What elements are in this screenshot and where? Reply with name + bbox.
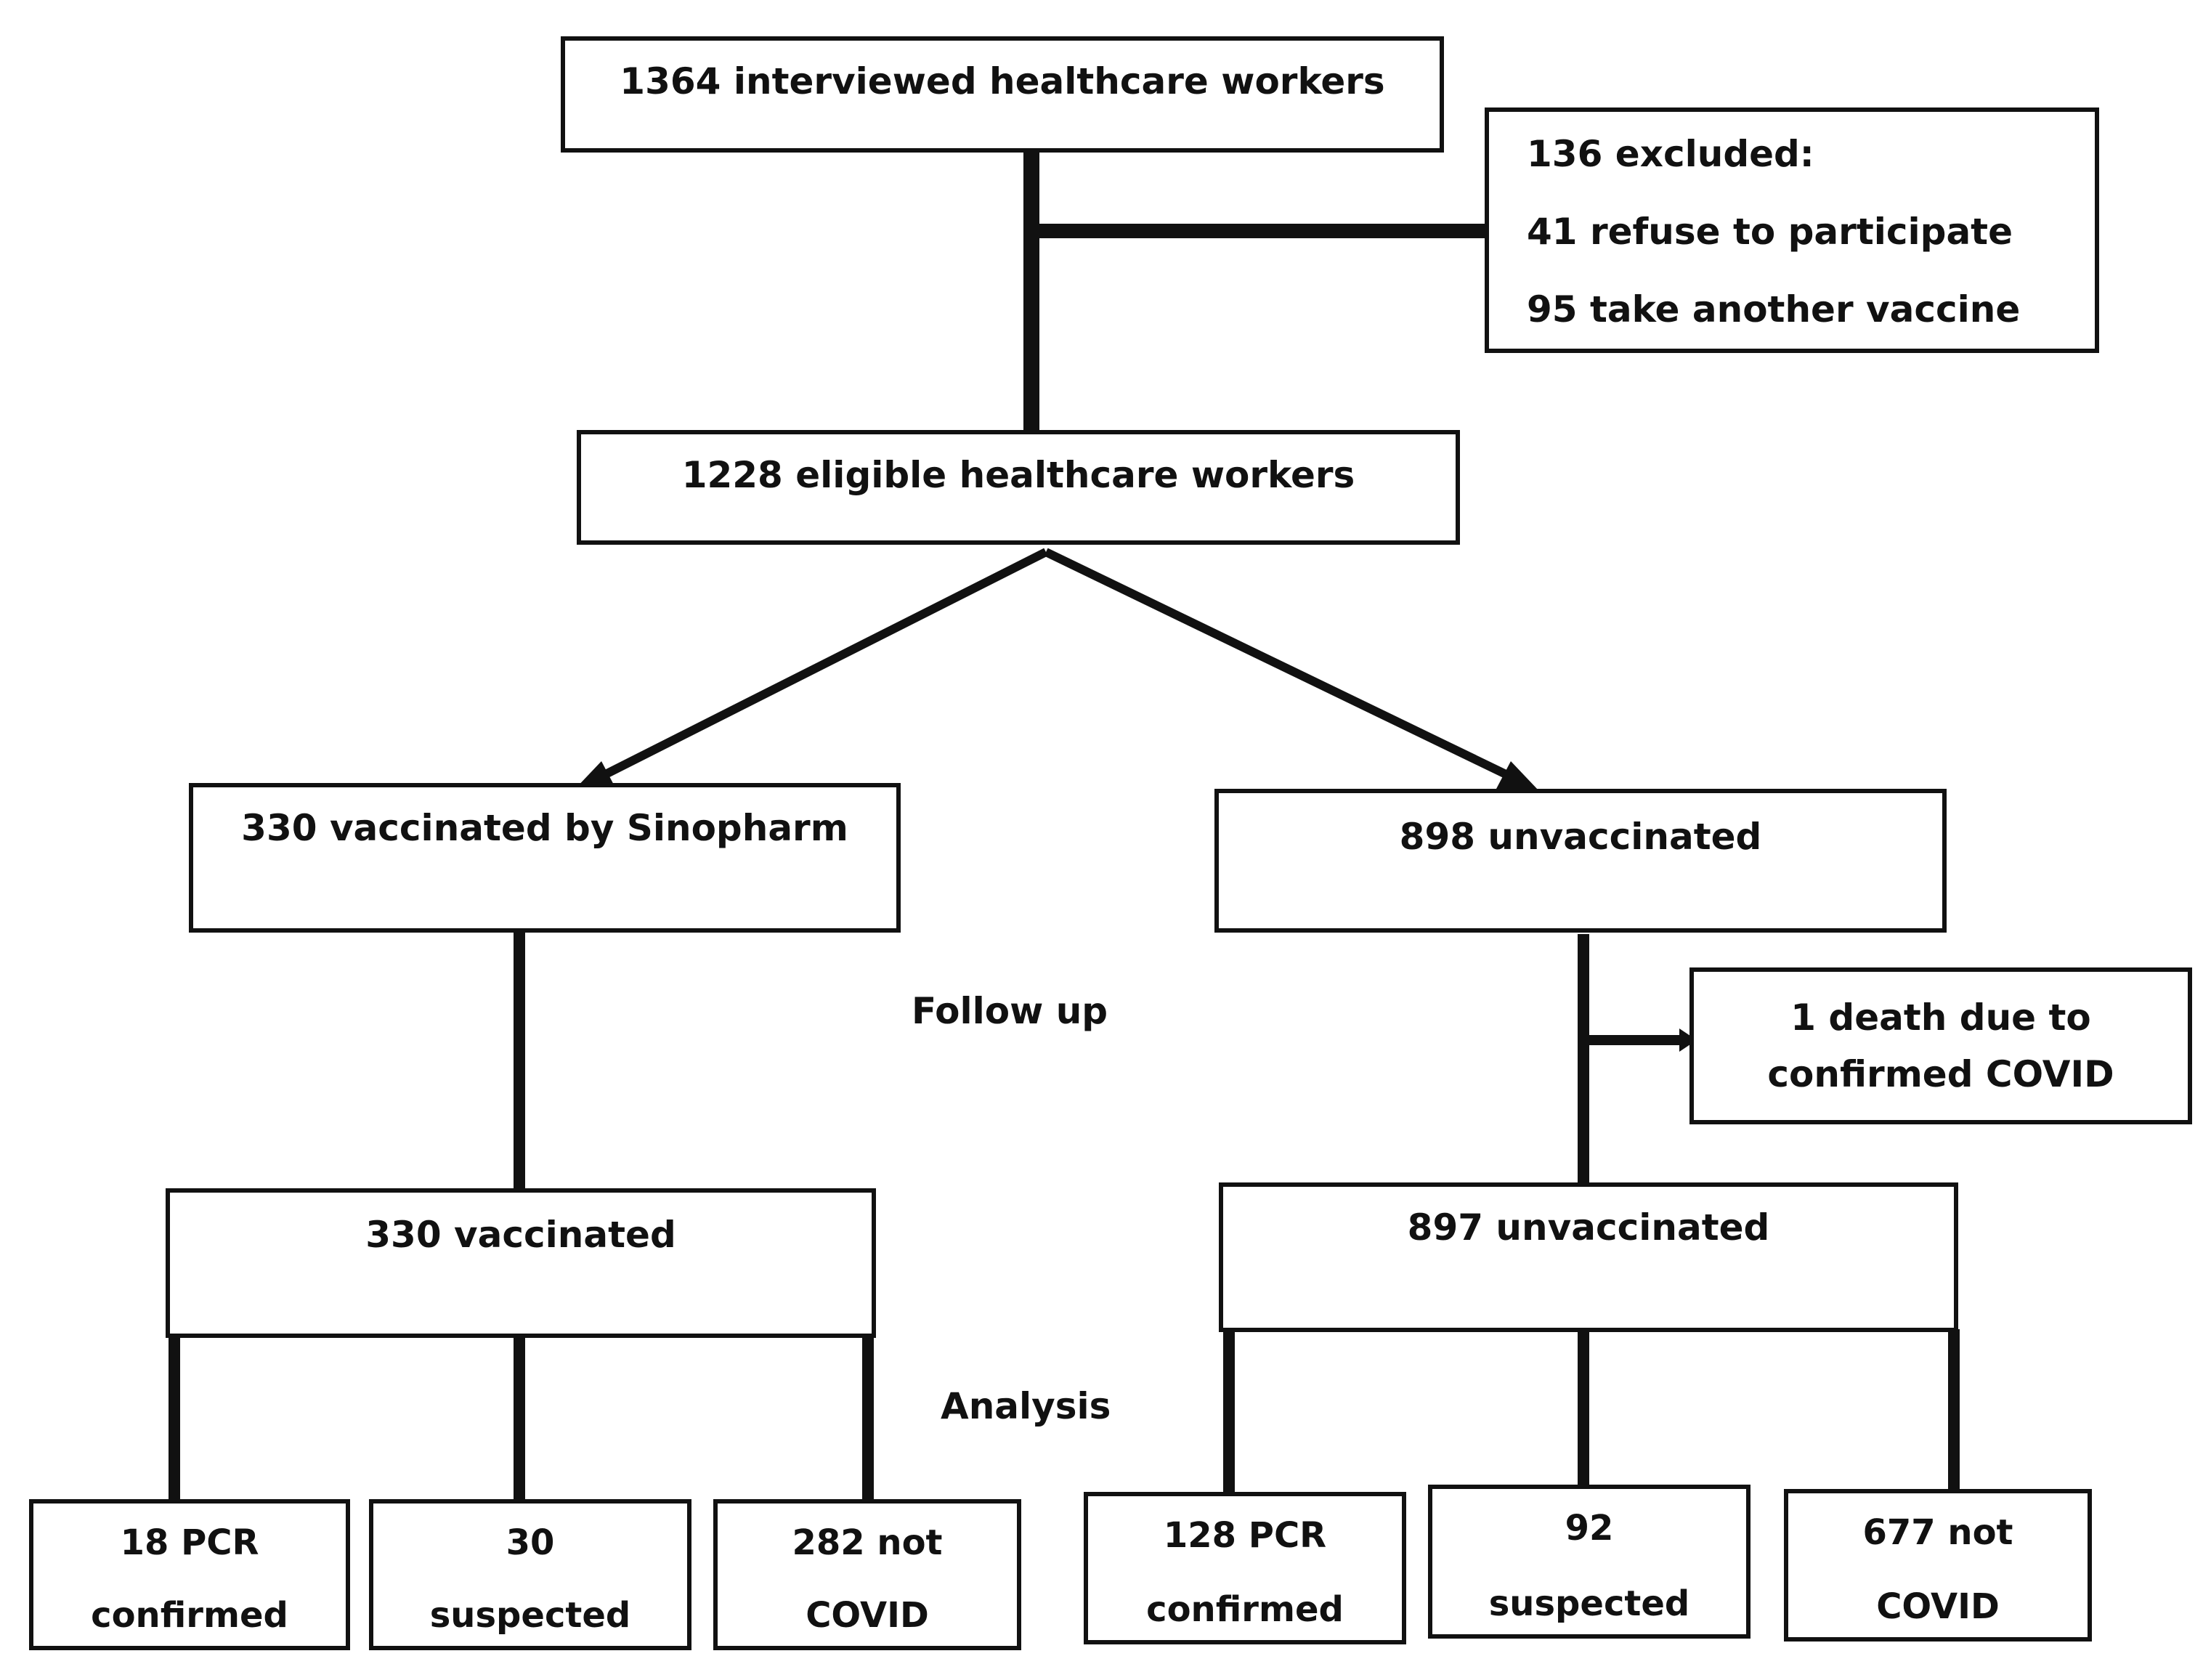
follow-up-label: Follow up: [912, 990, 1108, 1032]
excluded-box: 136 excluded: 41 refuse to participate 9…: [1485, 107, 2099, 353]
unvacc-suspected-line2: suspected: [1488, 1583, 1690, 1625]
vacc-pcr-line1: 18 PCR: [120, 1522, 259, 1563]
interviewed-text: 1364 interviewed healthcare workers: [620, 60, 1385, 102]
unvacc-suspected-line1: 92: [1565, 1508, 1614, 1549]
vaccinated-sinopharm-text: 330 vaccinated by Sinopharm: [241, 807, 848, 849]
unvacc-pcr-line2: confirmed: [1146, 1589, 1344, 1631]
unvacc-pcr-confirmed-box: 128 PCR confirmed: [1084, 1492, 1406, 1644]
unvaccinated-898-box: 898 unvaccinated: [1214, 789, 1947, 933]
vacc-not-covid-line1: 282 not: [792, 1522, 943, 1563]
arrowhead-death: [1679, 1028, 1697, 1052]
vacc-suspected-line1: 30: [506, 1522, 555, 1563]
vacc-suspected-box: 30 suspected: [369, 1499, 691, 1650]
vacc-suspected-line2: suspected: [429, 1595, 631, 1636]
excluded-reason-other-vaccine: 95 take another vaccine: [1527, 288, 2021, 330]
vacc-not-covid-line2: COVID: [806, 1595, 929, 1636]
arrow-to-unvaccinated: [1044, 548, 1526, 787]
vaccinated-330-text: 330 vaccinated: [365, 1214, 676, 1256]
vaccinated-330-box: 330 vaccinated: [166, 1188, 876, 1338]
vacc-not-covid-box: 282 not COVID: [713, 1499, 1021, 1650]
unvaccinated-897-box: 897 unvaccinated: [1219, 1182, 1958, 1332]
vaccinated-sinopharm-box: 330 vaccinated by Sinopharm: [189, 783, 901, 933]
eligible-box: 1228 eligible healthcare workers: [577, 430, 1460, 545]
unvacc-not-covid-line1: 677 not: [1862, 1512, 2013, 1553]
vacc-pcr-confirmed-box: 18 PCR confirmed: [29, 1499, 350, 1650]
eligible-text: 1228 eligible healthcare workers: [681, 454, 1355, 496]
interviewed-box: 1364 interviewed healthcare workers: [561, 36, 1444, 153]
unvaccinated-898-text: 898 unvaccinated: [1399, 816, 1762, 858]
unvacc-not-covid-line2: COVID: [1876, 1586, 2000, 1628]
excluded-reason-refuse: 41 refuse to participate: [1527, 211, 2013, 253]
unvacc-not-covid-box: 677 not COVID: [1784, 1489, 2092, 1642]
excluded-title: 136 excluded:: [1527, 133, 1814, 175]
unvaccinated-897-text: 897 unvaccinated: [1407, 1206, 1770, 1249]
analysis-label: Analysis: [941, 1385, 1111, 1427]
unvacc-pcr-line1: 128 PCR: [1163, 1515, 1327, 1556]
unvacc-suspected-box: 92 suspected: [1428, 1485, 1750, 1639]
death-text-line2: confirmed COVID: [1767, 1053, 2114, 1095]
vacc-pcr-line2: confirmed: [91, 1595, 288, 1636]
death-box: 1 death due to confirmed COVID: [1689, 967, 2192, 1124]
arrowhead-unvaccinated: [1496, 761, 1538, 790]
death-text-line1: 1 death due to: [1790, 997, 2091, 1039]
arrow-to-vaccinated: [586, 548, 1048, 787]
